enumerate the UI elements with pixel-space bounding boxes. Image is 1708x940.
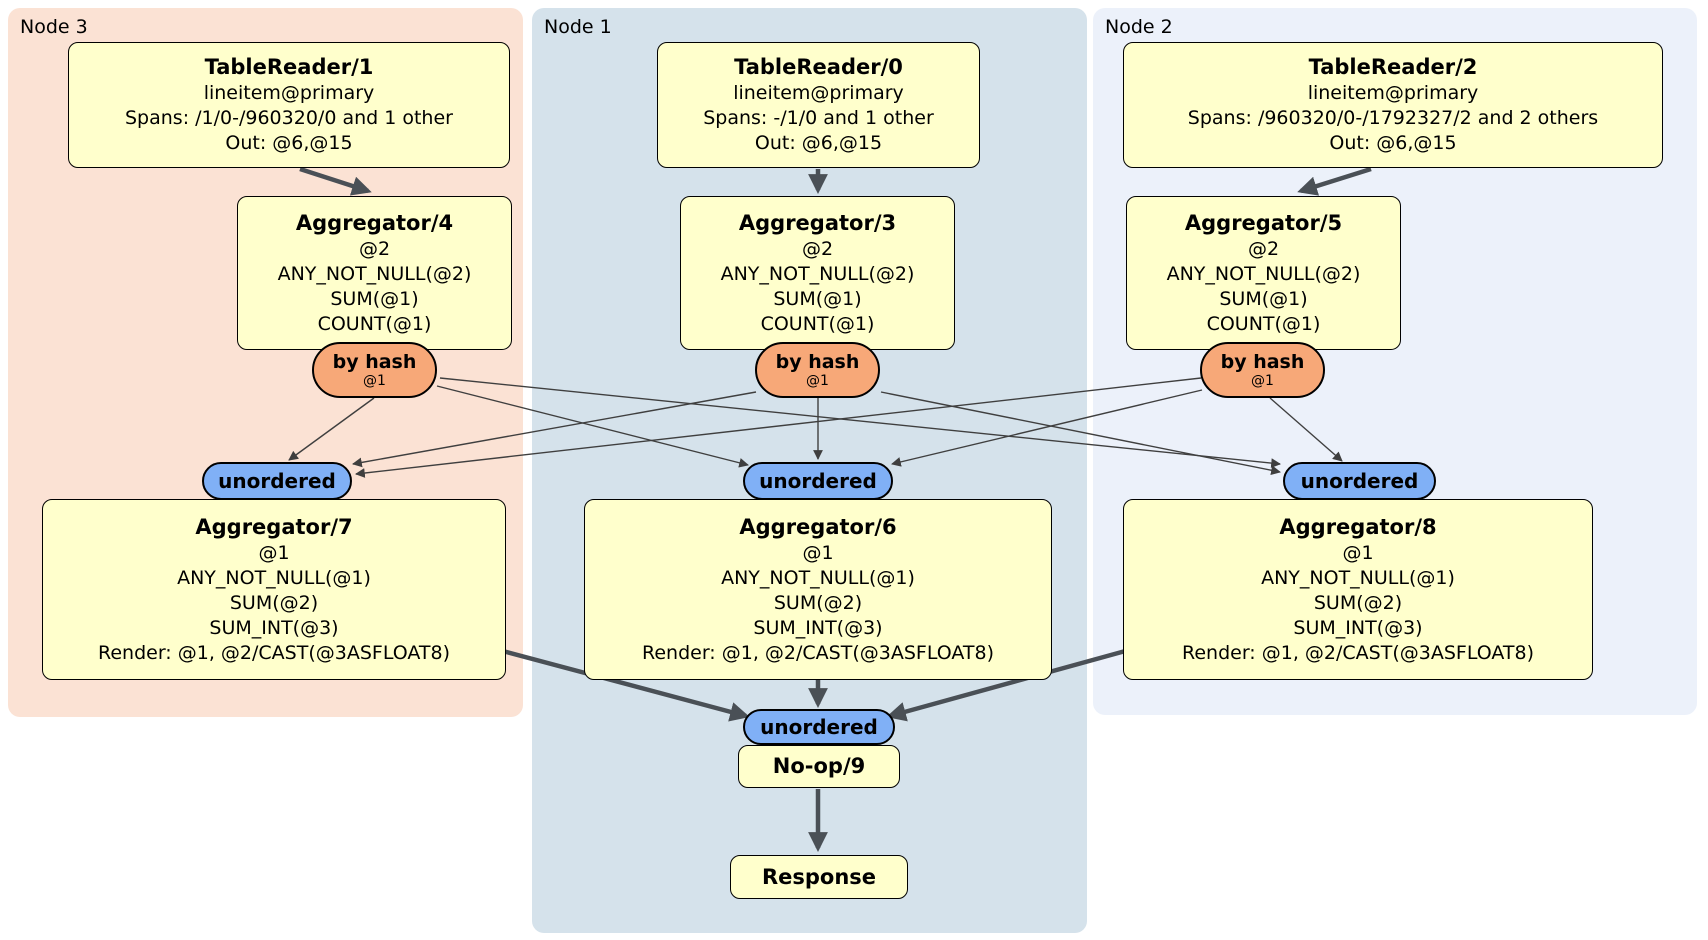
tablereader-0-spans: Spans: -/1/0 and 1 other (703, 107, 934, 129)
unordered-stream-node3: unordered (202, 462, 352, 500)
byhash-router-node1-label: by hash (775, 350, 860, 373)
aggregator-3-box: Aggregator/3 @2 ANY_NOT_NULL(@2) SUM(@1)… (680, 196, 955, 350)
aggregator-3-fn2: SUM(@1) (773, 287, 862, 310)
aggregator-5-fn3: COUNT(@1) (1206, 312, 1321, 335)
edge-byhash2-unordered1 (891, 389, 1203, 467)
aggregator-7-fn2: SUM(@2) (229, 591, 319, 614)
aggregator-7-group: @1 (258, 541, 290, 564)
byhash-router-node1-key: @1 (806, 372, 829, 389)
tablereader-0-box: TableReader/0 lineitem@primary Spans: -/… (657, 42, 980, 168)
aggregator-5-box: Aggregator/5 @2 ANY_NOT_NULL(@2) SUM(@1)… (1126, 196, 1401, 350)
aggregator-8-fn2: SUM(@2) (1313, 591, 1403, 614)
aggregator-7-title: Aggregator/7 (195, 514, 353, 539)
aggregator-8-fn3: SUM_INT(@3) (1293, 616, 1423, 639)
aggregator-4-fn3: COUNT(@1) (317, 312, 432, 335)
aggregator-7-box: Aggregator/7 @1 ANY_NOT_NULL(@1) SUM(@2)… (42, 499, 506, 680)
tablereader-1-box: TableReader/1 lineitem@primary Spans: /1… (68, 42, 510, 168)
aggregator-6-fn3: SUM_INT(@3) (753, 616, 883, 639)
aggregator-6-render: Render: @1, @2/CAST(@3ASFLOAT8) (642, 641, 994, 664)
response-title: Response (761, 864, 877, 889)
byhash-router-node2-label: by hash (1220, 350, 1305, 373)
aggregator-5-title: Aggregator/5 (1184, 210, 1343, 235)
node3-label: Node 3 (20, 16, 88, 38)
response-box: Response (730, 855, 908, 899)
node2-label: Node 2 (1105, 16, 1173, 38)
tablereader-2-spans: Spans: /960320/0-/1792327/2 and 2 others (1187, 107, 1599, 129)
aggregator-6-fn1: ANY_NOT_NULL(@1) (721, 566, 915, 589)
tablereader-2-title: TableReader/2 (1308, 55, 1478, 79)
tablereader-1-title: TableReader/1 (204, 55, 374, 79)
aggregator-8-group: @1 (1342, 541, 1374, 564)
tablereader-2-out: Out: @6,@15 (1329, 132, 1457, 154)
tablereader-2-box: TableReader/2 lineitem@primary Spans: /9… (1123, 42, 1663, 168)
aggregator-6-title: Aggregator/6 (739, 514, 897, 539)
byhash-router-node3-label: by hash (332, 350, 417, 373)
edge-tablereader2-aggregator5 (1297, 166, 1372, 196)
aggregator-5-fn2: SUM(@1) (1219, 287, 1308, 310)
edge-byhash3-unordered1 (436, 385, 749, 468)
byhash-router-node2-key: @1 (1251, 372, 1274, 389)
aggregator-5-group: @2 (1247, 237, 1280, 260)
tablereader-1-out: Out: @6,@15 (225, 132, 353, 154)
aggregator-6-box: Aggregator/6 @1 ANY_NOT_NULL(@1) SUM(@2)… (584, 499, 1052, 680)
unordered-stream-final: unordered (743, 709, 895, 745)
aggregator-6-group: @1 (802, 541, 834, 564)
edge-byhash1-unordered2 (880, 391, 1281, 476)
tablereader-1-spans: Spans: /1/0-/960320/0 and 1 other (125, 107, 453, 129)
aggregator-4-title: Aggregator/4 (295, 210, 454, 235)
noop-9-title: No-op/9 (772, 754, 866, 778)
aggregator-8-render: Render: @1, @2/CAST(@3ASFLOAT8) (1182, 641, 1534, 664)
aggregator-7-fn3: SUM_INT(@3) (209, 616, 339, 639)
unordered-stream-node1: unordered (743, 462, 893, 500)
edge-aggregator7-unordered-final (498, 647, 750, 722)
aggregator-7-render: Render: @1, @2/CAST(@3ASFLOAT8) (98, 641, 450, 664)
edge-byhash2-unordered3 (355, 377, 1202, 478)
aggregator-5-fn1: ANY_NOT_NULL(@2) (1166, 262, 1361, 285)
tablereader-0-out: Out: @6,@15 (754, 132, 883, 154)
byhash-router-node3: by hash @1 (312, 342, 437, 398)
aggregator-8-fn1: ANY_NOT_NULL(@1) (1261, 566, 1455, 589)
aggregator-4-group: @2 (358, 237, 391, 260)
aggregator-3-title: Aggregator/3 (738, 210, 897, 235)
edge-byhash3-unordered3 (288, 397, 375, 461)
edge-byhash1-unordered3 (352, 391, 757, 468)
tablereader-0-index: lineitem@primary (733, 82, 904, 104)
node1-label: Node 1 (544, 16, 612, 38)
aggregator-6-fn2: SUM(@2) (773, 591, 863, 614)
edge-aggregator8-unordered-final (886, 647, 1130, 722)
aggregator-3-group: @2 (801, 237, 834, 260)
aggregator-3-fn3: COUNT(@1) (760, 312, 875, 335)
byhash-router-node3-key: @1 (363, 372, 386, 389)
edge-byhash3-unordered2 (439, 377, 1281, 468)
aggregator-3-fn1: ANY_NOT_NULL(@2) (720, 262, 915, 285)
aggregator-8-title: Aggregator/8 (1279, 514, 1437, 539)
byhash-router-node1: by hash @1 (755, 342, 880, 398)
tablereader-0-title: TableReader/0 (734, 55, 903, 79)
aggregator-8-box: Aggregator/8 @1 ANY_NOT_NULL(@1) SUM(@2)… (1123, 499, 1593, 680)
tablereader-2-index: lineitem@primary (1307, 82, 1479, 104)
unordered-stream-node2: unordered (1283, 462, 1436, 500)
aggregator-4-box: Aggregator/4 @2 ANY_NOT_NULL(@2) SUM(@1)… (237, 196, 512, 350)
edge-byhash2-unordered2 (1269, 397, 1343, 462)
edge-tablereader1-aggregator4 (299, 166, 372, 196)
aggregator-7-fn1: ANY_NOT_NULL(@1) (177, 566, 371, 589)
aggregator-4-fn2: SUM(@1) (330, 287, 419, 310)
byhash-router-node2: by hash @1 (1200, 342, 1325, 398)
aggregator-4-fn1: ANY_NOT_NULL(@2) (277, 262, 472, 285)
tablereader-1-index: lineitem@primary (203, 82, 375, 104)
noop-9-box: No-op/9 (738, 745, 900, 788)
